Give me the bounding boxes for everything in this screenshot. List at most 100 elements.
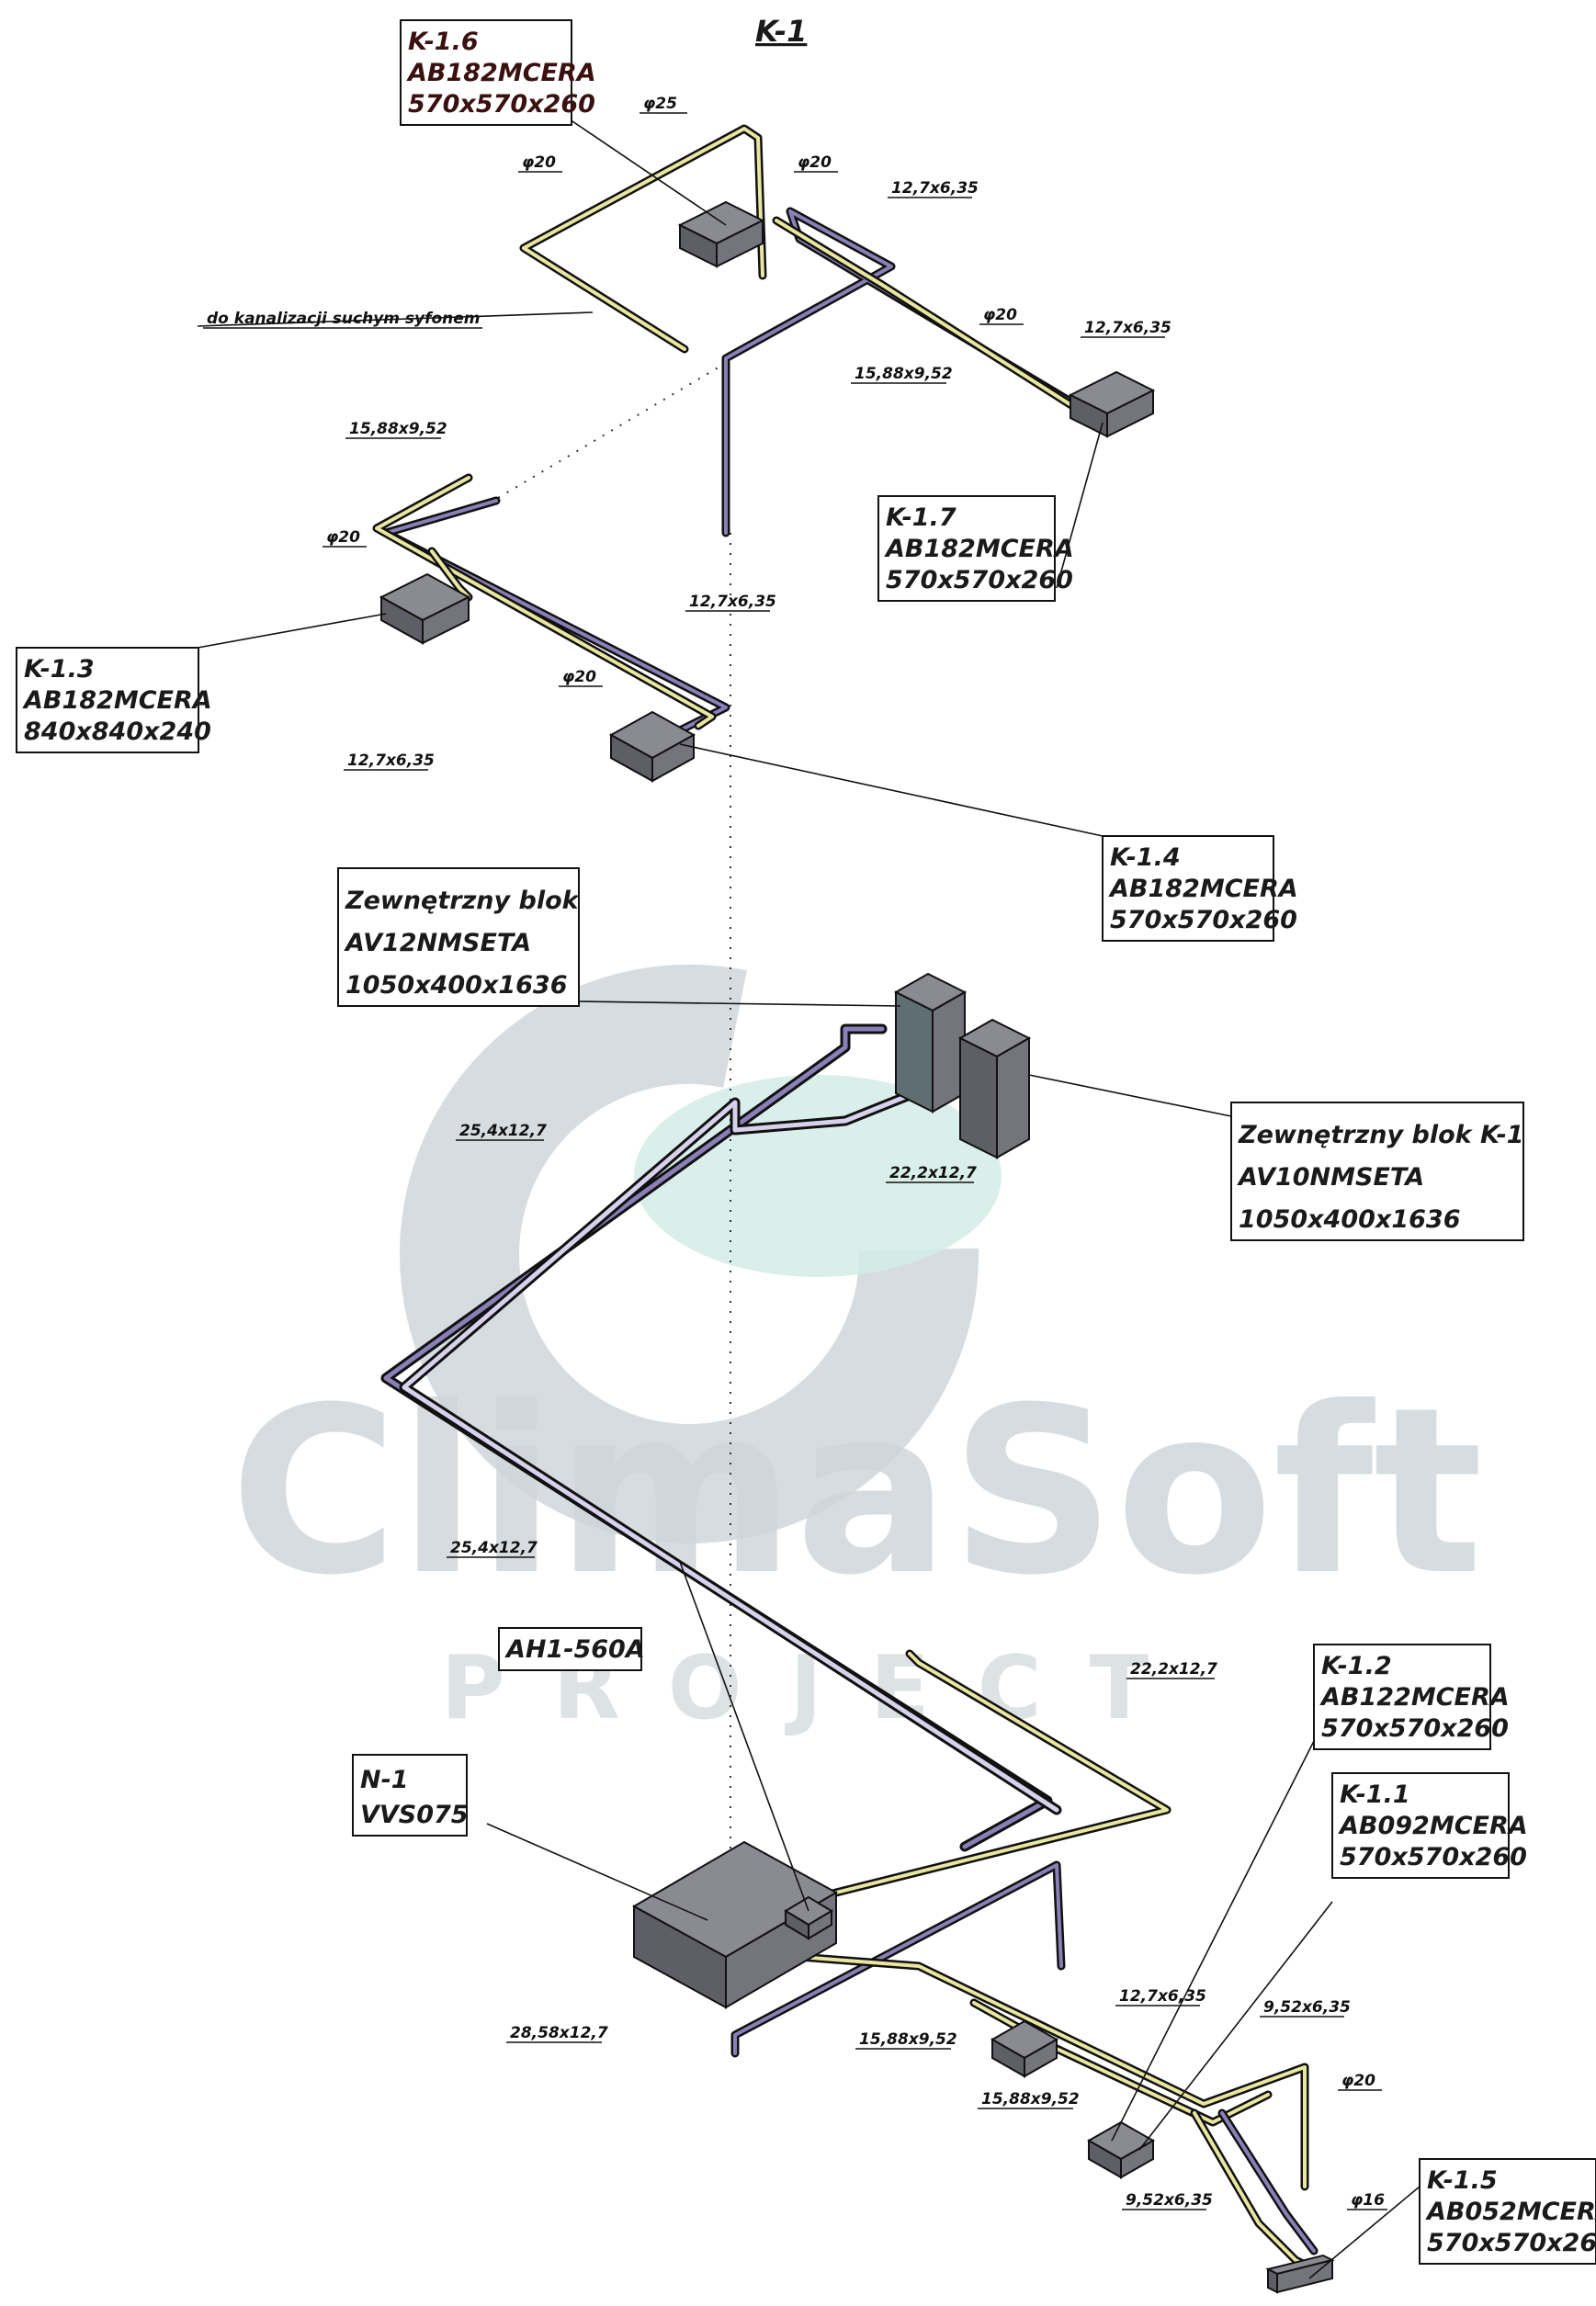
pipe-main-25 [380, 1023, 1053, 1852]
label-k15: K-1.5AB052MCERA570x570x260 [1419, 2158, 1596, 2265]
label-k15-line-0: K-1.5 [1427, 2166, 1498, 2195]
label-k12-line-1: AB122MCERA [1319, 1683, 1510, 1712]
unit-k12-body [990, 2019, 1059, 2078]
label-k11-line-0: K-1.1 [1340, 1780, 1410, 1809]
pipe-dimension-labels: φ25 φ20 φ20 12,7x6,35 φ20 12,7x6,35 do kanaliz… [203, 95, 1387, 2210]
label-k14-line-1: AB182MCERA [1108, 875, 1298, 903]
pipe-label-3: 12,7x6,35 [891, 179, 979, 198]
pipe-upper-refrigerant-2 [772, 216, 1089, 418]
label-box-ah1 [498, 1627, 642, 1671]
pipe-middle-drain [372, 473, 717, 730]
pipe-label-24: φ16 [1351, 2191, 1385, 2210]
label-k13-line-1: AB182MCERA [22, 686, 212, 715]
unit-k11-body [1086, 2120, 1156, 2179]
pipe-label-0: φ25 [643, 95, 677, 113]
label-box-k12 [1313, 1644, 1491, 1750]
label-k11-line-2: 570x570x260 [1340, 1843, 1527, 1871]
equipment [379, 200, 1335, 2294]
pipe-upper-drain [519, 124, 767, 354]
label-k17-line-1: AB182MCERA [884, 535, 1074, 563]
pipe-lower-222 [795, 1649, 1172, 1906]
label-k13-line-0: K-1.3 [24, 655, 95, 684]
pipe-label-7: 15,88x9,52 [855, 365, 953, 383]
pipe-label-20: 15,88x9,52 [981, 2090, 1080, 2108]
pipe-label-12: 12,7x6,35 [347, 752, 435, 770]
watermark: ClimaSoft PROJECT [230, 964, 1483, 1739]
pipe-network [372, 124, 1328, 2278]
pipe-middle-refrigerant [381, 496, 730, 744]
unit-k17-body [1068, 370, 1156, 438]
label-k12-line-0: K-1.2 [1321, 1652, 1392, 1680]
label-box-k16 [400, 19, 572, 126]
label-box-n1 [352, 1754, 468, 1837]
label-box-zb1 [337, 867, 580, 1007]
watermark-brand: ClimaSoft [230, 1358, 1483, 1625]
drawing-title: K-1 [755, 14, 807, 49]
pipe-label-18: 15,88x9,52 [859, 2030, 957, 2049]
pipe-label-15: 25,4x12,7 [450, 1539, 538, 1557]
label-k14-line-2: 570x570x260 [1110, 906, 1297, 934]
label-box-k13 [16, 647, 199, 753]
pipe-label-6: do kanalizacji suchym syfonem [207, 310, 481, 328]
pipe-label-14: 22,2x12,7 [889, 1164, 977, 1182]
pipe-label-23: 9,52x6,35 [1126, 2191, 1213, 2210]
equipment-labels: K-1.6AB182MCERA570x570x260K-1.7AB182MCER… [16, 19, 1596, 2265]
label-k16-line-0: K-1.6 [408, 28, 479, 56]
label-box-k11 [1331, 1772, 1510, 1879]
pipe-lower-branches [795, 1952, 1328, 2278]
label-zb2-line-2: 1050x400x1636 [1239, 1205, 1460, 1234]
label-k17-line-0: K-1.7 [886, 503, 956, 532]
label-n1-line-0: N-1 [360, 1766, 409, 1794]
label-ah1-line-0: AH1-560A [504, 1635, 645, 1664]
unit-k13-body [379, 572, 471, 645]
pipe-label-17: 28,58x12,7 [510, 2024, 608, 2042]
label-ah1: AH1-560A [498, 1627, 645, 1671]
pipe-label-8: 15,88x9,52 [349, 420, 447, 438]
pipe-label-22: φ20 [1341, 2072, 1375, 2090]
unit-k16-body [677, 200, 765, 268]
label-zb1-line-2: 1050x400x1636 [345, 971, 567, 1000]
label-box-k14 [1102, 835, 1274, 942]
outdoor-unit-2-body [957, 1018, 1032, 1159]
pipe-lower-main [730, 1860, 1066, 2058]
label-zb2-line-0: Zewnętrzny blok K-1 [1238, 1121, 1524, 1149]
pipe-label-4: φ20 [983, 306, 1017, 324]
pipe-label-1: φ20 [522, 153, 556, 172]
pipe-main-22 [399, 1079, 1062, 1815]
pipe-label-2: φ20 [798, 153, 832, 172]
pipe-label-5: 12,7x6,35 [1084, 319, 1172, 337]
pipe-label-10: 12,7x6,35 [689, 593, 776, 611]
label-zb1-line-0: Zewnętrzny blok [345, 887, 581, 915]
label-box-k17 [877, 495, 1056, 602]
riser-dotted-line-upper [477, 362, 727, 511]
label-k12-line-2: 570x570x260 [1321, 1714, 1509, 1743]
pipe-label-13: 25,4x12,7 [459, 1122, 547, 1140]
label-zb1-line-1: AV12NMSETA [344, 929, 531, 957]
pipe-label-19: 12,7x6,35 [1119, 1987, 1206, 2006]
pipe-label-16: 22,2x12,7 [1130, 1660, 1217, 1679]
unit-k15-body [1265, 2254, 1335, 2294]
label-k15-line-2: 570x570x260 [1427, 2229, 1596, 2257]
label-zb2-line-1: AV10NMSETA [1237, 1163, 1424, 1192]
label-n1-line-1: VVS075 [360, 1801, 469, 1829]
pipe-label-21: 9,52x6,35 [1263, 1998, 1351, 2017]
label-k17-line-2: 570x570x260 [886, 566, 1073, 594]
label-k16-line-1: AB182MCERA [406, 59, 596, 87]
pipe-label-11: φ20 [562, 668, 596, 686]
pipe-label-9: φ20 [326, 528, 360, 547]
label-k16-line-2: 570x570x260 [408, 90, 595, 119]
watermark-logo-leaf [634, 1075, 1002, 1277]
label-k11-line-1: AB092MCERA [1338, 1812, 1528, 1840]
watermark-logo-ring [400, 964, 979, 1543]
leader-lines [197, 119, 1421, 2279]
label-box-zb2 [1230, 1102, 1524, 1241]
